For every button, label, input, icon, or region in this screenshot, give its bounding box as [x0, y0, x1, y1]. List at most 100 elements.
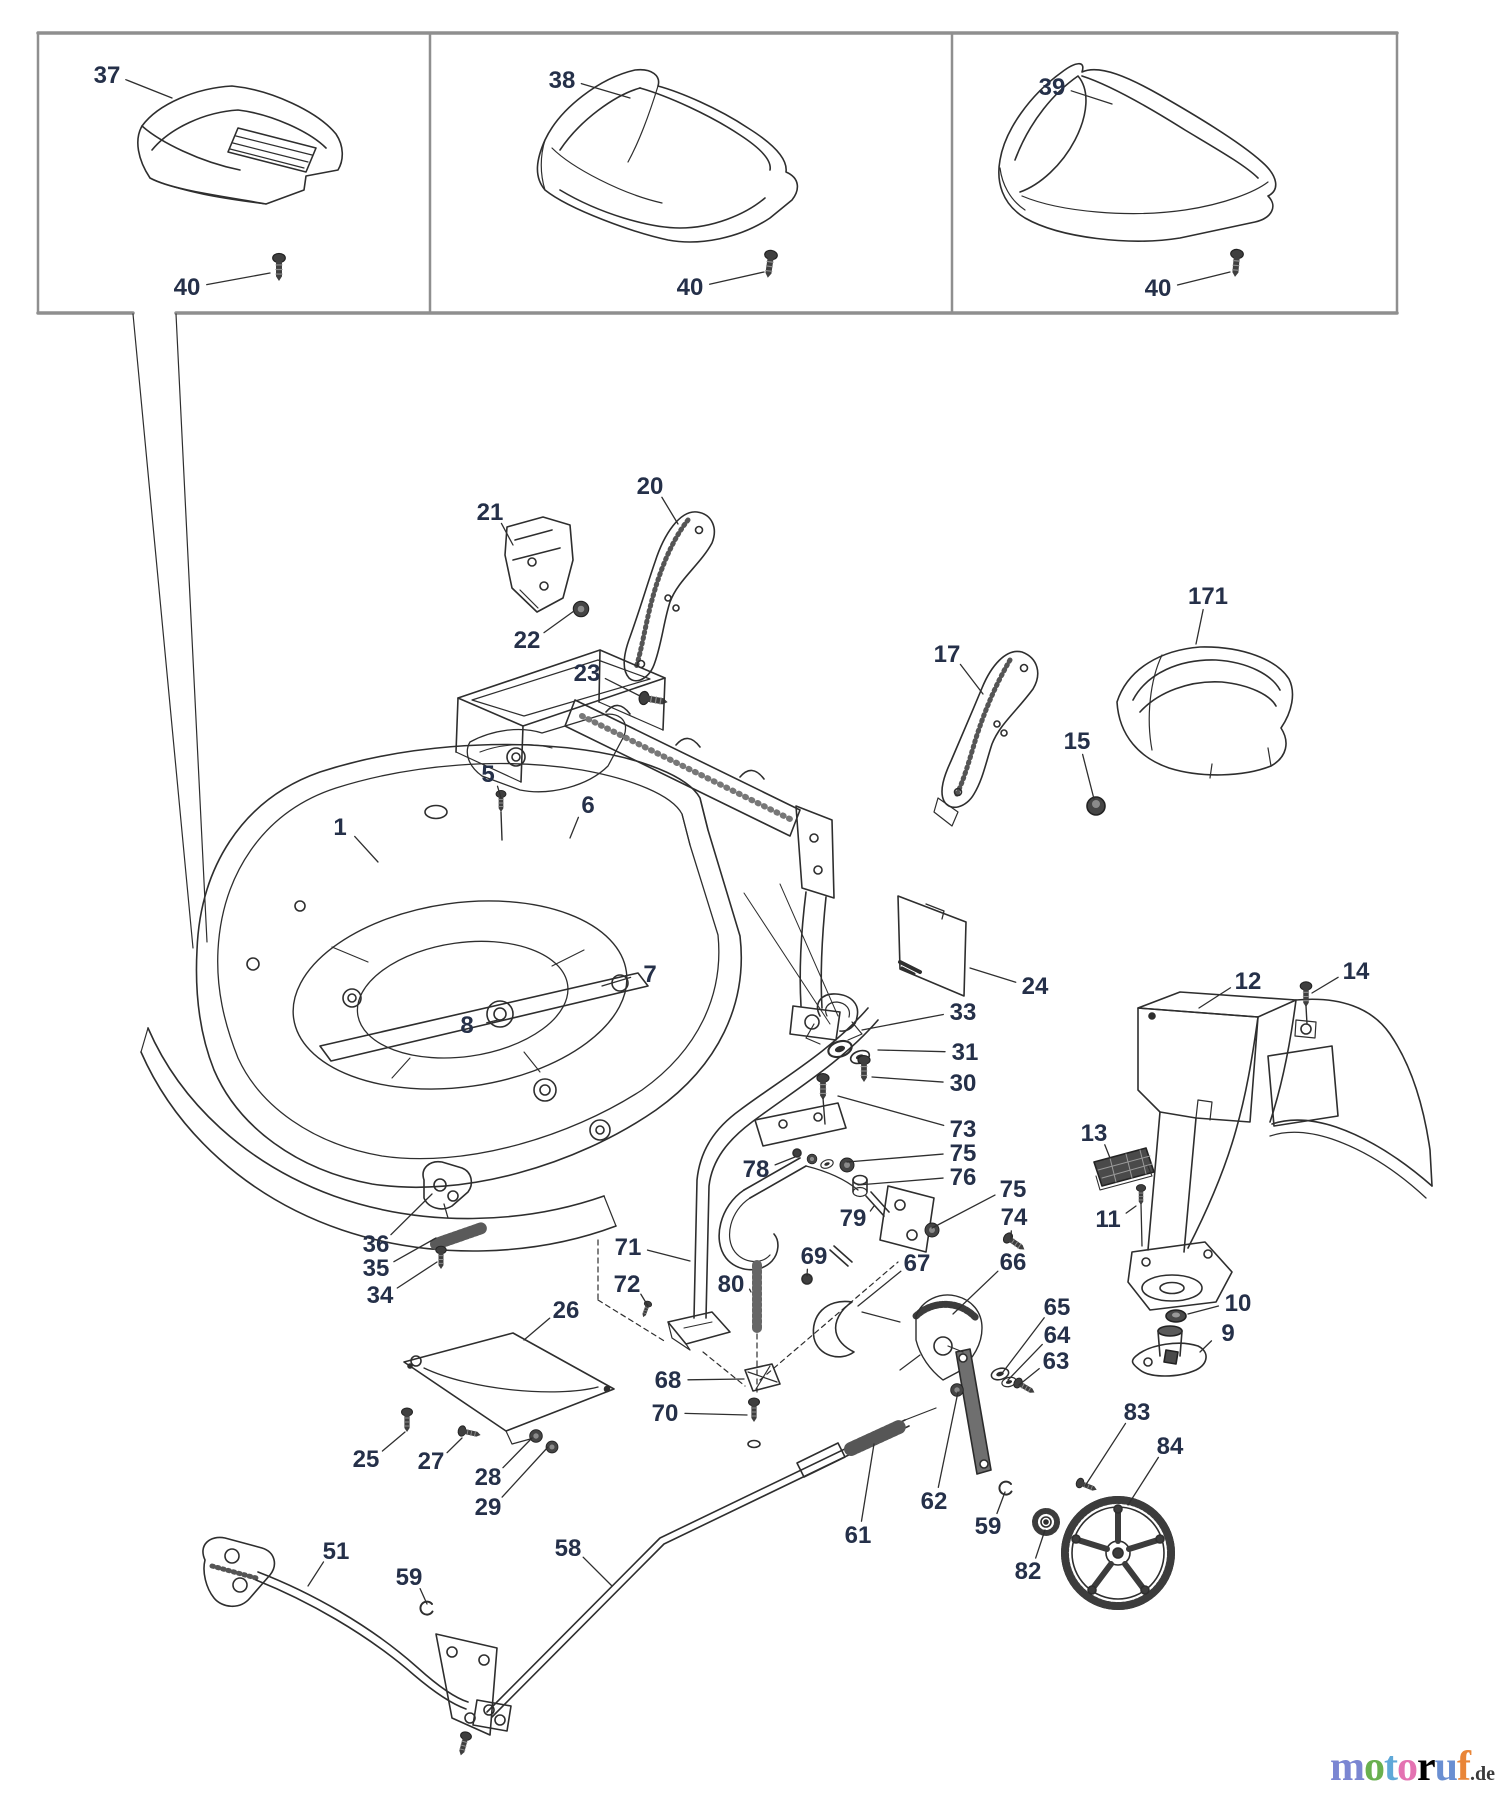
- leader-line-51: [307, 1561, 325, 1587]
- part-51-bolt: [454, 1729, 474, 1758]
- leader-line-75: [931, 1194, 996, 1229]
- part-37-cover: [137, 85, 344, 205]
- part-label-80: 80: [718, 1271, 745, 1298]
- part-label-12: 12: [1235, 968, 1262, 995]
- latch-hook-and-arm: [718, 1157, 859, 1271]
- leader-line-29: [501, 1446, 549, 1498]
- part-5-screw: [495, 789, 507, 813]
- part-label-20: 20: [637, 473, 664, 500]
- leader-line-23: [604, 677, 641, 697]
- logo-letter: u: [1434, 1744, 1458, 1790]
- leader-line-17: [959, 663, 984, 695]
- part-label-9: 9: [1221, 1320, 1234, 1347]
- part-67-cam: [812, 1300, 855, 1358]
- part-79-pin-and-bracket: [865, 1185, 935, 1253]
- part-label-76: 76: [950, 1164, 977, 1191]
- part-78-screw: [792, 1148, 802, 1158]
- part-label-5: 5: [481, 761, 494, 788]
- part-35-spring: [430, 1222, 488, 1250]
- part-82-cog: [1032, 1508, 1060, 1536]
- part-label-64: 64: [1044, 1322, 1071, 1349]
- part-label-6: 6: [581, 792, 594, 819]
- part-label-30: 30: [950, 1070, 977, 1097]
- part-label-40: 40: [677, 274, 704, 301]
- leader-line-25: [381, 1431, 406, 1452]
- part-21-bracket: [504, 516, 574, 613]
- part-label-171: 171: [1188, 583, 1228, 610]
- part-34-screw: [435, 1245, 447, 1270]
- leader-line-61: [860, 1443, 875, 1522]
- part-label-8: 8: [460, 1012, 473, 1039]
- leader-line-80: [748, 1288, 752, 1293]
- leader-line-35: [393, 1237, 437, 1263]
- leader-line-11: [1125, 1205, 1137, 1214]
- leader-line-7: [601, 976, 632, 987]
- part-24-plate: [897, 895, 967, 997]
- leader-line-21: [500, 522, 514, 546]
- logo-letter: o: [1397, 1744, 1418, 1790]
- part-label-11: 11: [1095, 1206, 1120, 1233]
- leader-line-65: [1002, 1317, 1045, 1373]
- part-78-nut: [806, 1153, 818, 1165]
- part-36-hinge: [422, 1160, 473, 1219]
- logo-word: motoruf: [1330, 1744, 1471, 1790]
- part-label-83: 83: [1124, 1399, 1151, 1426]
- part-label-58: 58: [555, 1535, 582, 1562]
- leader-line-68: [687, 1378, 745, 1381]
- logo-letter: o: [1364, 1744, 1385, 1790]
- part-13-grip-pad: [1093, 1147, 1155, 1191]
- leader-line-84: [1127, 1456, 1160, 1506]
- part-40-screw: [760, 248, 779, 280]
- leader-line-79: [869, 1205, 875, 1212]
- logo-letter: r: [1417, 1744, 1436, 1790]
- part-17-bracket: [933, 650, 1039, 827]
- part-76-sleeve: [852, 1174, 868, 1198]
- part-label-29: 29: [475, 1494, 502, 1521]
- leader-lines: [125, 79, 1339, 1605]
- part-label-59: 59: [975, 1513, 1002, 1540]
- part-label-26: 26: [553, 1297, 580, 1324]
- leader-line-28: [502, 1437, 533, 1469]
- panel-frames: [36, 31, 1399, 315]
- leader-line-40: [708, 271, 765, 285]
- part-label-69: 69: [801, 1243, 828, 1270]
- leader-line-59: [996, 1491, 1006, 1515]
- part-label-22: 22: [514, 627, 541, 654]
- part-62-link-bar: [947, 1345, 992, 1475]
- part-9-adjuster-base: [1131, 1325, 1207, 1377]
- part-label-21: 21: [477, 499, 504, 526]
- part-label-72: 72: [614, 1271, 641, 1298]
- part-label-40: 40: [1145, 275, 1172, 302]
- part-73-bolt-shaft: [822, 1097, 826, 1125]
- part-78-washer: [818, 1157, 836, 1171]
- part-label-38: 38: [549, 67, 576, 94]
- logo-letter: f: [1457, 1744, 1471, 1790]
- leader-line-38: [580, 82, 631, 99]
- part-label-33: 33: [950, 999, 977, 1026]
- part-71-handle-rod: [667, 1007, 879, 1351]
- part-22-nut: [572, 600, 590, 618]
- leader-line-64: [1007, 1343, 1043, 1381]
- logo-letter: m: [1330, 1744, 1365, 1790]
- motoruf-logo[interactable]: motoruf.de: [1330, 1746, 1495, 1788]
- deck-mount-plate: [754, 1102, 847, 1147]
- alignment-dashed-lines: [597, 1239, 899, 1393]
- part-11-screw-shaft: [1140, 1203, 1143, 1247]
- leader-line-10: [1187, 1305, 1220, 1315]
- leader-line-171: [1195, 608, 1204, 645]
- part-label-15: 15: [1064, 728, 1091, 755]
- leader-line-83: [1084, 1422, 1127, 1487]
- part-70-bolt: [747, 1397, 761, 1423]
- leader-line-1: [354, 835, 379, 863]
- part-label-59: 59: [396, 1564, 423, 1591]
- part-11-screw: [1135, 1183, 1147, 1206]
- part-label-67: 67: [904, 1250, 931, 1277]
- part-label-73: 73: [950, 1116, 977, 1143]
- part-label-25: 25: [353, 1446, 380, 1473]
- part-label-62: 62: [921, 1488, 948, 1515]
- leader-line-78: [774, 1156, 796, 1166]
- part-15-nut: [1086, 796, 1106, 816]
- part-12-housing: [1127, 991, 1433, 1311]
- leader-line-72: [640, 1293, 649, 1307]
